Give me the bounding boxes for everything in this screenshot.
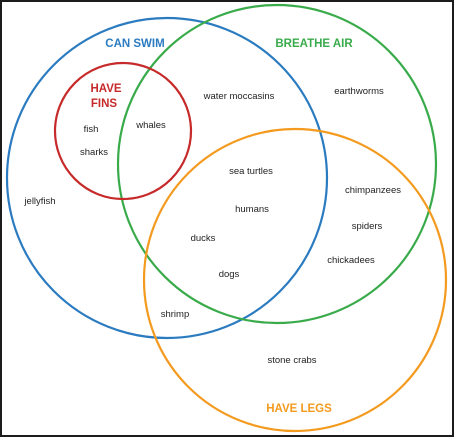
item-whales: whales	[135, 120, 166, 131]
item-earthworms: earthworms	[334, 86, 384, 97]
have-legs-label: HAVE LEGS	[266, 403, 332, 415]
item-dogs: dogs	[219, 269, 240, 280]
item-sea-turtles: sea turtles	[229, 166, 273, 177]
can-swim-circle	[5, 16, 329, 340]
can-swim-label: CAN SWIM	[105, 38, 164, 50]
item-ducks: ducks	[191, 233, 216, 244]
have-fins-circle	[53, 61, 193, 201]
breathe-air-circle	[116, 3, 438, 325]
have-fins-label-line2: FINS	[91, 98, 118, 110]
have-legs-circle	[142, 127, 448, 433]
item-sharks: sharks	[80, 147, 108, 158]
item-stone-crabs: stone crabs	[267, 355, 316, 366]
item-shrimp: shrimp	[161, 309, 190, 320]
item-humans: humans	[235, 204, 269, 215]
item-fish: fish	[84, 124, 99, 135]
breathe-air-label: BREATHE AIR	[275, 38, 353, 50]
item-chimpanzees: chimpanzees	[345, 185, 401, 196]
item-water-moccasins: water moccasins	[203, 91, 275, 102]
have-fins-label-line1: HAVE	[90, 83, 121, 95]
item-jellyfish: jellyfish	[23, 196, 55, 207]
item-chickadees: chickadees	[327, 255, 375, 266]
item-spiders: spiders	[352, 221, 383, 232]
